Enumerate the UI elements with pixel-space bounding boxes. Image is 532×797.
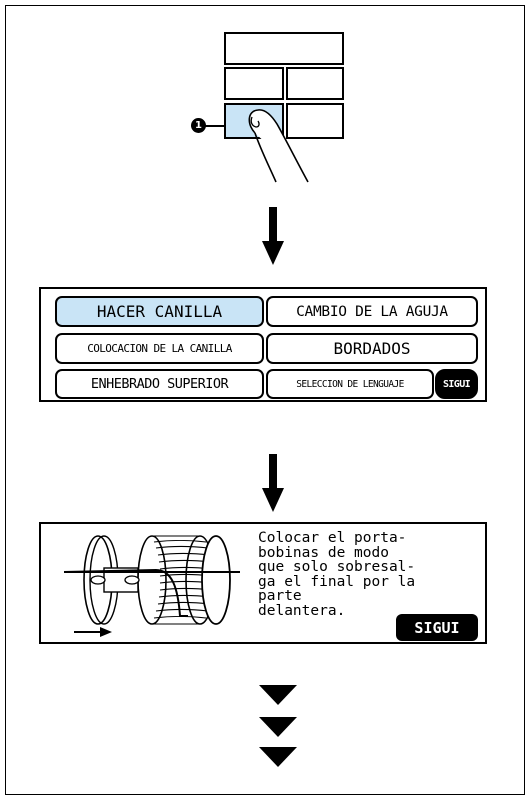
spool-pin-icon (63, 535, 240, 637)
cambio-aguja-button[interactable]: CAMBIO DE LA AGUJA (266, 296, 478, 327)
key-middle-right[interactable] (286, 67, 344, 100)
instruction-next-button[interactable]: SIGUI (396, 614, 478, 641)
hacer-canilla-button[interactable]: HACER CANILLA (55, 296, 264, 327)
key-middle-left[interactable] (224, 67, 284, 100)
key-top-wide[interactable] (224, 32, 344, 65)
bordados-button[interactable]: BORDADOS (266, 333, 478, 364)
enhebrado-superior-button[interactable]: ENHEBRADO SUPERIOR (55, 369, 264, 399)
instruction-line: ga el final por la (258, 573, 416, 590)
key-bottom-right[interactable] (286, 103, 344, 139)
seleccion-lenguaje-button[interactable]: SELECCION DE LENGUAJE (266, 369, 434, 399)
colocacion-canilla-button[interactable]: COLOCACION DE LA CANILLA (55, 333, 264, 364)
callout-leader-line (205, 125, 225, 127)
instruction-line: delantera. (258, 602, 346, 619)
menu-next-button[interactable]: SIGUI (435, 369, 478, 399)
instruction-line: Colocar el porta- (258, 530, 407, 546)
finger-press-icon (248, 109, 309, 183)
instruction-line: parte (258, 588, 302, 604)
triple-chevron-down-icon (259, 685, 297, 767)
instruction-line: que solo sobresal- (258, 559, 416, 575)
callout-marker: 1 (191, 118, 206, 133)
down-arrow-icon (262, 207, 284, 265)
instruction-line: bobinas de modo (258, 544, 389, 561)
down-arrow-icon (262, 454, 284, 512)
